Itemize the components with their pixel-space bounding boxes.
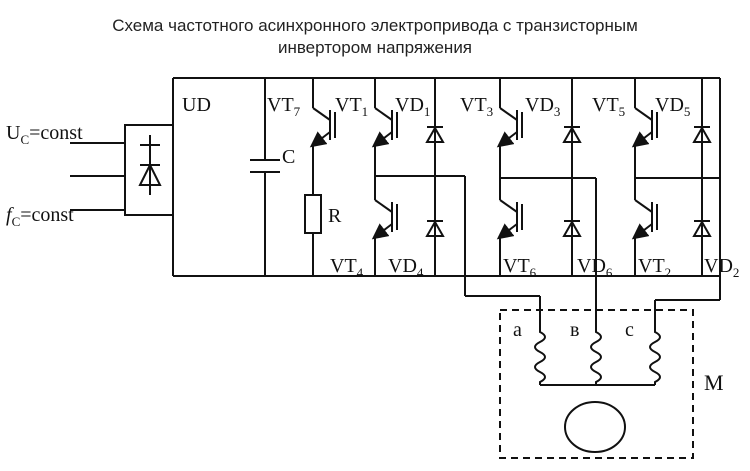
label-phase-c: с (625, 319, 634, 341)
label-vd2: VD2 (704, 255, 739, 280)
label-c: C (282, 146, 295, 168)
label-phase-a: а (513, 319, 522, 341)
label-vt4: VT4 (330, 255, 364, 280)
brake-chopper-vt7 (304, 78, 336, 276)
label-r: R (328, 205, 342, 227)
label-vt3: VT3 (460, 94, 493, 119)
label-motor: M (704, 370, 724, 395)
label-vd5: VD5 (655, 94, 690, 119)
label-vt2: VT2 (638, 255, 671, 280)
diagram-title-line-2: инвертором напряжения (277, 38, 473, 57)
capacitor-c (250, 78, 280, 276)
label-fc: fC=const (6, 204, 74, 229)
label-vt7-top: VT7 (267, 94, 301, 119)
inverter-leg-c (631, 78, 721, 320)
label-vd4: VD4 (388, 255, 424, 280)
label-vt5: VT5 (592, 94, 625, 119)
diagram-title-line-1: Схема частотного асинхронного электропри… (112, 16, 638, 35)
inverter-leg-b (496, 78, 597, 320)
label-vt1: VT1 (335, 94, 368, 119)
label-uc: UC=const (6, 122, 83, 147)
label-ud: UD (182, 94, 211, 116)
label-vt6: VT6 (503, 255, 537, 280)
label-vd6: VD6 (577, 255, 613, 280)
input-lines (70, 142, 125, 211)
motor-m (499, 309, 694, 459)
inverter-leg-a (371, 78, 541, 320)
label-vd3: VD3 (525, 94, 560, 119)
label-phase-b: в (570, 319, 579, 341)
label-vd1: VD1 (395, 94, 430, 119)
rectifier-ud (124, 124, 174, 216)
